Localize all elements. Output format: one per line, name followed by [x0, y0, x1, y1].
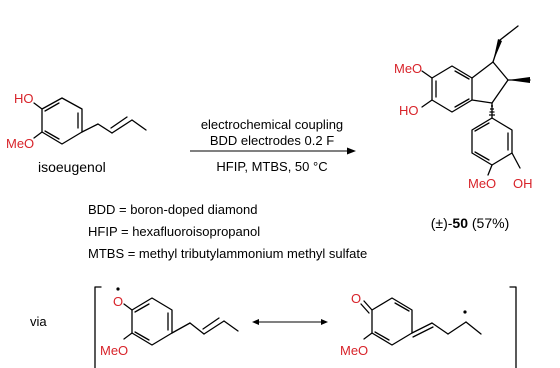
- product-meo-top-label: MeO: [394, 61, 422, 76]
- abbreviation-mtbs: MTBS = methyl tributylammonium methyl su…: [88, 246, 367, 261]
- quinone-methide-radical-structure: O MeO: [340, 291, 482, 358]
- product-ho-left-label: HO: [399, 103, 419, 118]
- phenoxyl-bonds: [123, 297, 239, 346]
- isoeugenol-bonds: [33, 97, 147, 145]
- product-oh-aryl-label: OH: [513, 176, 533, 191]
- product-compound-label: (±)-50 (57%): [431, 215, 509, 231]
- reactant-name: isoeugenol: [38, 159, 106, 175]
- via-label: via: [30, 314, 47, 329]
- condition-line-1: electrochemical coupling: [201, 117, 343, 132]
- quinone-bonds: [360, 297, 482, 346]
- radical-dot-oxygen: [116, 287, 120, 291]
- radical-dot-carbon: [463, 310, 467, 314]
- isoeugenol-structure: HO MeO isoeugenol: [6, 91, 147, 175]
- phenoxyl-meo-label: MeO: [100, 343, 128, 358]
- product-label-prefix: (±)-: [431, 215, 453, 231]
- hash-bond-aryl: [489, 105, 495, 116]
- condition-line-3: HFIP, MTBS, 50 °C: [216, 159, 327, 174]
- phenoxyl-radical-structure: O MeO: [100, 287, 239, 358]
- product-label-yield: (57%): [468, 215, 509, 231]
- quinone-meo-label: MeO: [340, 343, 368, 358]
- product-bonds: [421, 25, 531, 176]
- reaction-arrow: [190, 147, 356, 155]
- wedge-bond-methyl: [508, 77, 530, 83]
- abbreviation-bdd: BDD = boron-doped diamond: [88, 202, 257, 217]
- abbreviation-hfip: HFIP = hexafluoroisopropanol: [88, 224, 260, 239]
- product-label-number: 50: [452, 215, 468, 231]
- resonance-arrow: [252, 319, 328, 325]
- radical-oxygen-label: O: [113, 294, 123, 309]
- quinone-oxygen-label: O: [351, 291, 361, 306]
- wedge-bond-ethyl: [493, 39, 502, 62]
- reactant-meo-label: MeO: [6, 136, 34, 151]
- product-structure: MeO HO MeO OH (±)-50 (57%): [394, 25, 533, 231]
- product-meo-aryl-label: MeO: [468, 176, 496, 191]
- resonance-brackets: [94, 286, 517, 368]
- condition-line-2: BDD electrodes 0.2 F: [210, 133, 334, 148]
- reactant-ho-label: HO: [14, 91, 34, 106]
